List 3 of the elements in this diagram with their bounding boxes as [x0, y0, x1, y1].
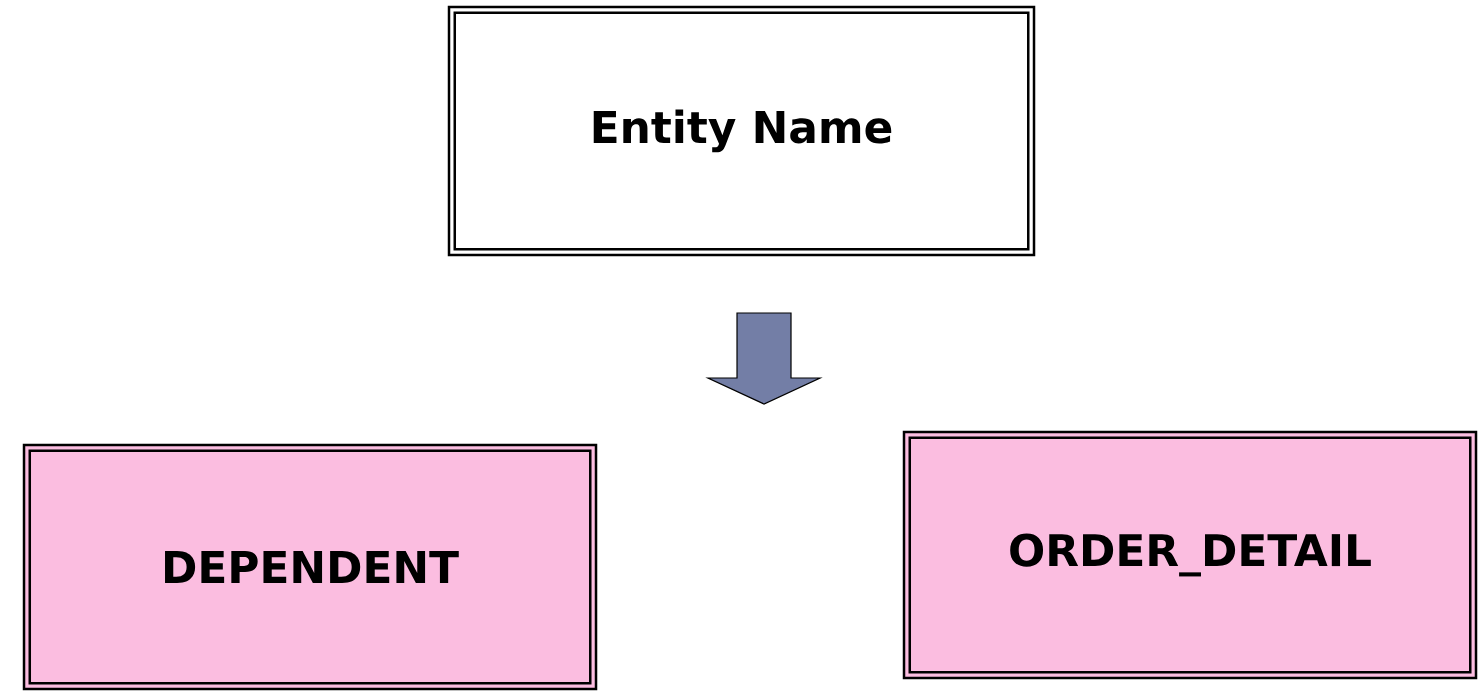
entity-box: Entity Name — [447, 5, 1036, 257]
entity-box: DEPENDENT — [22, 443, 598, 691]
entity-box: ORDER_DETAIL — [902, 430, 1478, 680]
